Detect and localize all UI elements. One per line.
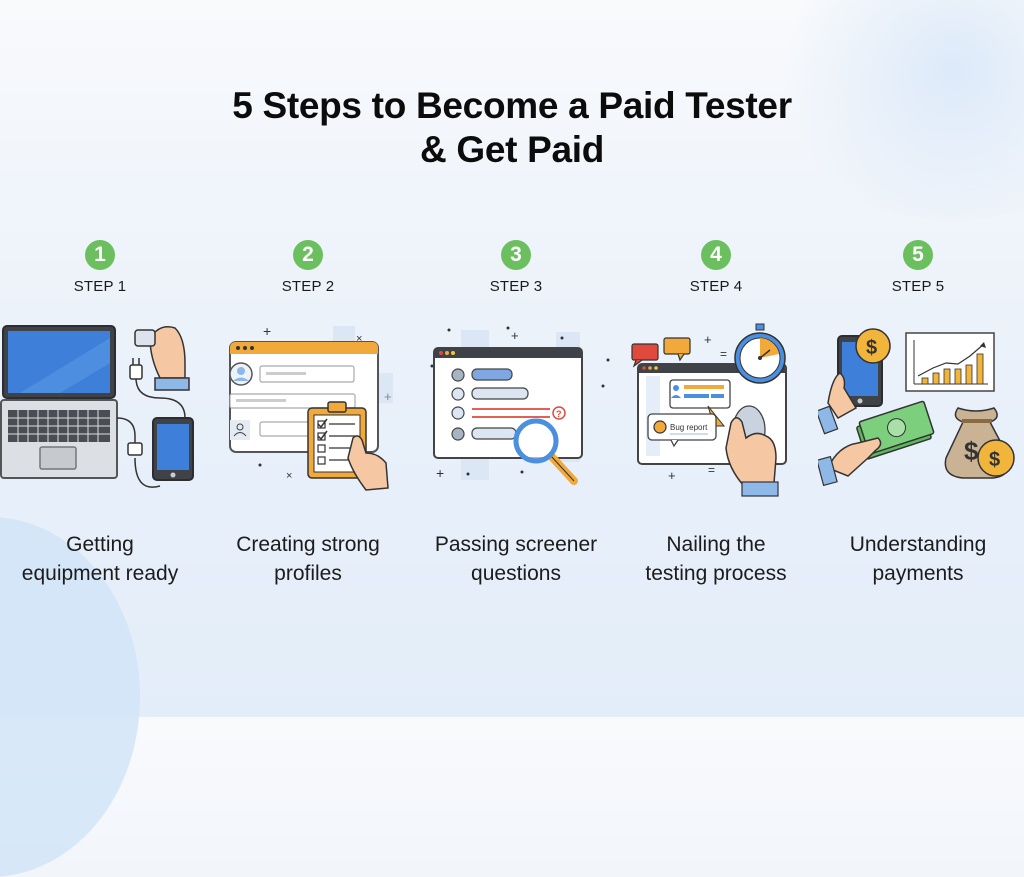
svg-text:+: + xyxy=(384,389,392,404)
step-label: STEP 2 xyxy=(281,278,335,295)
svg-text:+: + xyxy=(704,332,712,347)
svg-text:=: = xyxy=(708,463,715,477)
step-label: STEP 3 xyxy=(489,278,543,295)
svg-text:+: + xyxy=(511,328,519,343)
step-caption: Understanding payments xyxy=(808,530,1024,588)
money-chart-moneybag-icon: $ $ xyxy=(818,328,1015,487)
coin-dollar-symbol-2: $ xyxy=(989,449,1000,471)
step-number-badge: 3 xyxy=(501,240,531,270)
svg-text:+: + xyxy=(263,323,271,339)
step-caption: Passing screener questions xyxy=(406,530,626,588)
svg-text:+: + xyxy=(436,465,444,481)
bag-dollar-symbol: $ xyxy=(964,436,979,466)
steps-row: 1 STEP 1 xyxy=(0,240,1024,600)
caption-line-1: Getting xyxy=(66,533,134,556)
step-number-badge: 2 xyxy=(293,240,323,270)
step-number-badge: 1 xyxy=(85,240,115,270)
caption-line-2: equipment ready xyxy=(21,562,179,585)
caption-line-2: payments xyxy=(872,562,964,585)
page-title: 5 Steps to Become a Paid Tester & Get Pa… xyxy=(0,84,1024,172)
caption-line-1: Creating strong xyxy=(236,533,380,556)
step-4: 4 STEP 4 + = Bug report xyxy=(616,240,816,585)
step-5: 5 STEP 5 $ xyxy=(818,240,1018,585)
svg-text:?: ? xyxy=(556,409,562,419)
svg-text:+: + xyxy=(668,468,676,483)
step-3: 3 STEP 3 + + ? xyxy=(416,240,616,585)
step-caption: Getting equipment ready xyxy=(0,530,210,588)
caption-line-1: Nailing the xyxy=(666,533,766,556)
laptop-phone-charger-icon xyxy=(0,325,194,488)
step-label: STEP 4 xyxy=(689,278,743,295)
svg-text:×: × xyxy=(356,333,362,345)
step-2: 2 STEP 2 + × + × xyxy=(208,240,408,585)
step-number-badge: 5 xyxy=(903,240,933,270)
title-line-2: & Get Paid xyxy=(419,129,605,170)
caption-line-2: profiles xyxy=(274,562,342,585)
bug-report-label: Bug report xyxy=(670,423,708,432)
caption-line-2: testing process xyxy=(645,562,787,585)
coin-dollar-symbol: $ xyxy=(866,337,877,359)
caption-line-1: Understanding xyxy=(849,533,987,556)
step-label: STEP 1 xyxy=(73,278,127,295)
quiz-window-magnifier-icon: + + ? xyxy=(430,326,610,485)
step-caption: Nailing the testing process xyxy=(606,530,826,588)
bug-report-stopwatch-mouse-icon: + = Bug report xyxy=(631,323,787,497)
step-caption: Creating strong profiles xyxy=(198,530,418,588)
caption-line-1: Passing screener xyxy=(434,533,598,556)
title-line-1: 5 Steps to Become a Paid Tester xyxy=(232,85,792,126)
step-1: 1 STEP 1 xyxy=(0,240,200,585)
step-number-badge: 4 xyxy=(701,240,731,270)
step-label: STEP 5 xyxy=(891,278,945,295)
caption-line-2: questions xyxy=(471,562,561,585)
profile-form-clipboard-icon: + × + × xyxy=(229,323,393,491)
svg-text:×: × xyxy=(286,470,292,482)
svg-text:=: = xyxy=(720,347,727,361)
